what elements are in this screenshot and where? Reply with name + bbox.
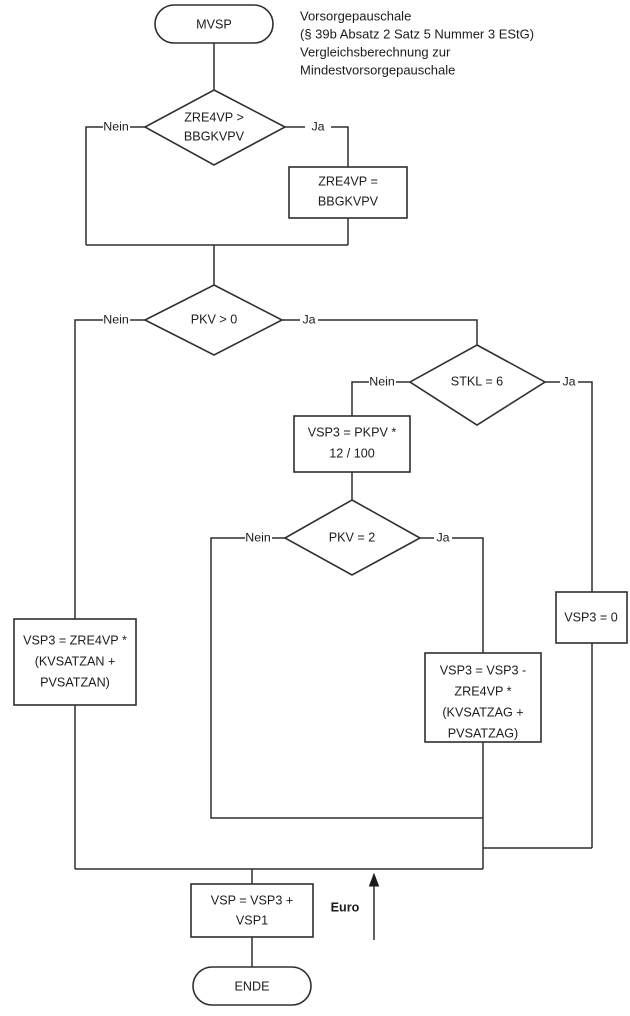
process-vsp-sum-line1: VSP = VSP3 + bbox=[211, 893, 293, 907]
start-label: MVSP bbox=[196, 17, 232, 31]
decision-pkv-eq2-shape bbox=[283, 499, 422, 576]
connector-pkv0-ja-b bbox=[318, 319, 478, 345]
node-end-ende[interactable]: ENDE bbox=[192, 966, 312, 1006]
node-start-mvsp[interactable]: MVSP bbox=[154, 4, 274, 44]
node-process-vsp3-zre4vp-an[interactable]: VSP3 = ZRE4VP * (KVSATZAN + PVSATZAN) bbox=[13, 618, 137, 706]
euro-unit-label: Euro bbox=[331, 900, 360, 914]
edge-label-zre4vp-ja: Ja bbox=[311, 119, 324, 133]
node-decision-pkv-eq-2[interactable]: PKV = 2 bbox=[283, 499, 422, 576]
start-terminator-shape bbox=[154, 4, 274, 44]
decision-zre4vp-line1: ZRE4VP > bbox=[184, 110, 244, 124]
connector-pkv0-nein-rail bbox=[74, 319, 103, 869]
process-vsp3-pkpv-line1: VSP3 = PKPV * bbox=[308, 425, 397, 439]
process-zre4vp-assign-shape bbox=[288, 166, 408, 219]
node-process-vsp3-zero[interactable]: VSP3 = 0 bbox=[555, 591, 628, 644]
connector-pkv2-ja-b bbox=[452, 537, 484, 653]
process-vsp3-zero-label: VSP3 = 0 bbox=[564, 610, 618, 624]
node-decision-zre4vp-gt-bbgkvpv[interactable]: ZRE4VP > BBGKVPV bbox=[143, 89, 287, 166]
process-vsp3-zre4vp-an-line1: VSP3 = ZRE4VP * bbox=[23, 633, 127, 647]
process-vsp3-minus-shape bbox=[424, 652, 542, 743]
process-vsp3-zre4vp-an-line3: PVSATZAN) bbox=[40, 675, 110, 689]
process-vsp3-zero-shape bbox=[555, 591, 628, 644]
process-vsp3-minus-line2: ZRE4VP * bbox=[454, 684, 511, 698]
node-process-zre4vp-assign[interactable]: ZRE4VP = BBGKVPV bbox=[288, 166, 408, 219]
decision-pkv-eq2-label: PKV = 2 bbox=[329, 530, 376, 544]
edge-label-zre4vp-nein: Nein bbox=[103, 119, 129, 133]
connector-pkv2-nein-b bbox=[210, 537, 483, 819]
decision-pkv-gt0-label: PKV > 0 bbox=[191, 312, 238, 326]
node-decision-pkv-gt-0[interactable]: PKV > 0 bbox=[143, 284, 284, 356]
decision-stkl6-shape bbox=[408, 344, 547, 426]
edge-label-stkl6-nein: Nein bbox=[369, 374, 395, 388]
edge-label-pkv2-ja: Ja bbox=[436, 530, 449, 544]
decision-stkl6-label: STKL = 6 bbox=[451, 374, 503, 388]
decision-pkv-gt0-shape bbox=[143, 284, 284, 356]
process-vsp3-minus-line3: (KVSATZAG + bbox=[442, 705, 523, 719]
title-line-2: (§ 39b Absatz 2 Satz 5 Nummer 3 EStG) bbox=[300, 26, 534, 41]
connector-zre4vp-nein-b bbox=[85, 126, 103, 245]
edge-label-pkv0-nein: Nein bbox=[103, 312, 129, 326]
process-vsp3-minus-line1: VSP3 = VSP3 - bbox=[440, 663, 526, 677]
decision-zre4vp-line2: BBGKVPV bbox=[184, 129, 245, 143]
node-process-vsp-sum[interactable]: VSP = VSP3 + VSP1 bbox=[190, 883, 314, 938]
node-process-vsp3-minus[interactable]: VSP3 = VSP3 - ZRE4VP * (KVSATZAG + PVSAT… bbox=[424, 652, 542, 743]
process-vsp-sum-shape bbox=[190, 883, 314, 938]
connector-stkl6-nein-b bbox=[351, 381, 369, 416]
process-vsp3-minus-line4: PVSATZAG) bbox=[448, 726, 518, 740]
end-terminator-shape bbox=[192, 966, 312, 1006]
process-vsp3-zre4vp-an-line2: (KVSATZAN + bbox=[35, 654, 116, 668]
connector-zre4vp-ja-b bbox=[331, 126, 349, 167]
process-zre4vp-assign-line1: ZRE4VP = bbox=[318, 174, 378, 188]
process-vsp3-zre4vp-an-shape bbox=[13, 618, 137, 706]
node-decision-stkl-eq-6[interactable]: STKL = 6 bbox=[408, 344, 547, 426]
decision-zre4vp-shape bbox=[143, 89, 287, 166]
edge-label-stkl6-ja: Ja bbox=[562, 374, 575, 388]
title-line-1: Vorsorgepauschale bbox=[300, 8, 411, 23]
euro-arrow-head-icon bbox=[368, 872, 380, 887]
title-line-4: Mindestvorsorgepauschale bbox=[300, 62, 455, 77]
process-vsp3-pkpv-line2: 12 / 100 bbox=[329, 446, 375, 460]
process-vsp3-pkpv-shape bbox=[293, 415, 411, 473]
edge-label-pkv0-ja: Ja bbox=[302, 312, 315, 326]
process-zre4vp-assign-line2: BBGKVPV bbox=[318, 194, 379, 208]
title-block: Vorsorgepauschale (§ 39b Absatz 2 Satz 5… bbox=[300, 8, 534, 77]
title-line-3: Vergleichsberechnung zur bbox=[300, 44, 451, 59]
node-process-vsp3-pkpv[interactable]: VSP3 = PKPV * 12 / 100 bbox=[293, 415, 411, 473]
connector-stkl6-ja-b bbox=[578, 381, 593, 592]
edge-label-pkv2-nein: Nein bbox=[245, 530, 271, 544]
end-label: ENDE bbox=[235, 979, 270, 993]
process-vsp-sum-line2: VSP1 bbox=[236, 913, 268, 927]
